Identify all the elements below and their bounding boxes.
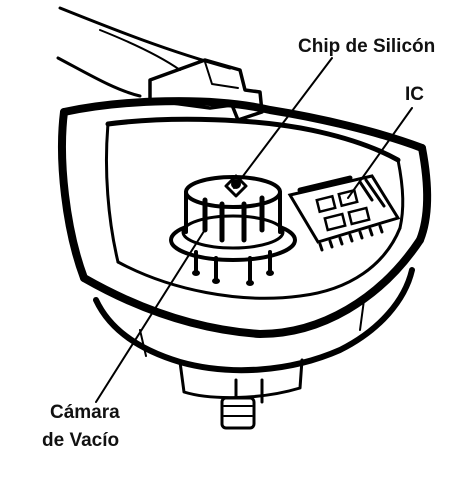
sensor-housing xyxy=(58,97,432,400)
chip-label: Chip de Silicón xyxy=(298,36,435,57)
pressure-port xyxy=(220,378,264,430)
ic-leader xyxy=(347,107,413,199)
chip-leader xyxy=(233,57,333,189)
leader-lines xyxy=(95,57,413,403)
chamber-label-line2: de Vacío xyxy=(42,430,119,451)
ic-label: IC xyxy=(405,84,424,105)
chamber-label-line1: Cámara xyxy=(50,402,120,423)
cable-strip xyxy=(56,6,232,98)
chip-can xyxy=(169,174,297,286)
mounting-tab xyxy=(148,58,264,122)
chamber-leader xyxy=(95,227,207,403)
ic-board xyxy=(287,174,401,252)
